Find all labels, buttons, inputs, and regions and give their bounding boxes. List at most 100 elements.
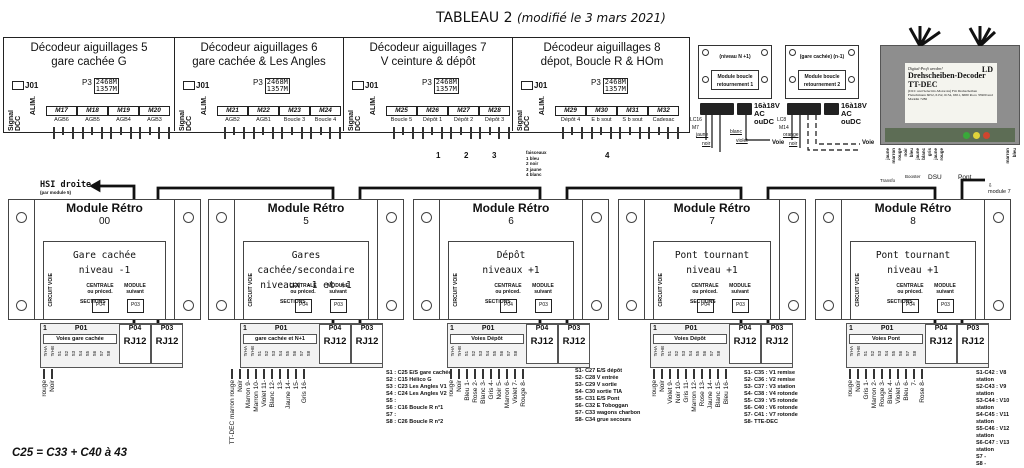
p04-port[interactable]: P04 — [697, 299, 714, 313]
mounting-ear — [619, 200, 645, 319]
wire-stub — [469, 127, 472, 139]
section-entry: S4-C45 : V11 station — [976, 412, 1010, 425]
wire-line-icon — [725, 369, 727, 379]
p04-port[interactable]: P04 — [500, 299, 517, 313]
pin-label: S5 — [695, 350, 700, 357]
wire: Blanc 15- — [714, 369, 722, 412]
p04-port[interactable]: P04 — [902, 299, 919, 313]
pin-label: S3 — [681, 350, 686, 357]
wire: Jaune 14- — [706, 369, 714, 412]
module-7-link: ⇩module 7 — [988, 183, 1011, 195]
loop-wire-label: violet — [736, 138, 748, 144]
section-entry: S7- C41 : V7 rotonde — [744, 412, 798, 418]
module-ref: M14 — [779, 125, 789, 131]
wire-color-label: Marron 12- — [690, 380, 698, 412]
wire-stub — [450, 127, 453, 139]
p01-voies-label: Voies Pont — [849, 334, 923, 344]
wire-stub — [300, 127, 303, 139]
wire-stub — [319, 127, 322, 135]
wire-line-icon — [677, 369, 679, 379]
rj12-label: RJ12 — [530, 336, 554, 347]
pin-label: S3 — [478, 350, 483, 357]
tt-dec-label: Digital-Profi werden! Drehscheiben-Decod… — [905, 63, 997, 123]
wire-stub — [440, 127, 443, 139]
wire-line-icon — [247, 369, 249, 379]
status-led-icon — [963, 132, 970, 139]
wire-line-icon — [669, 369, 671, 379]
wire-color-label: Blanc 12- — [268, 380, 276, 408]
j01-label: J01 — [365, 81, 379, 90]
mount-hole-icon — [626, 300, 637, 311]
pin-label: S1 — [257, 350, 262, 357]
wire: rouge — [650, 369, 658, 412]
j01-label: J01 — [196, 81, 210, 90]
p03-port[interactable]: P03 — [937, 299, 954, 313]
rj12-label: RJ12 — [929, 336, 953, 347]
pin-label: S3 — [71, 350, 76, 357]
wire-line-icon — [653, 369, 655, 379]
output-m25: M25 — [386, 106, 417, 116]
p03-port[interactable]: P03 — [330, 299, 347, 313]
p03-port[interactable]: P03 — [732, 299, 749, 313]
p01-label: P01 — [74, 325, 88, 332]
pin-label: S6 — [499, 350, 504, 357]
section-entry: S2- C36 : V2 remise — [744, 377, 796, 383]
p03-port[interactable]: P03 — [127, 299, 144, 313]
rj-port-label: P03 — [966, 325, 980, 332]
module-suivant-label: MODULE suivant — [532, 283, 554, 295]
wire: Violet 11- — [260, 369, 268, 444]
p04-port[interactable]: P04 — [92, 299, 109, 313]
wire-color-label: rouge — [40, 380, 48, 397]
wire-line-icon — [865, 369, 867, 379]
p04-port[interactable]: P04 — [295, 299, 312, 313]
loop-module-header: (gare cachée) (n-1) — [799, 54, 845, 60]
rj-port-label: P03 — [160, 325, 174, 332]
terminal-label: bleu — [1012, 148, 1017, 158]
pin-one-label: 1 — [243, 325, 247, 332]
wire-stub — [431, 127, 434, 135]
faisceau-item: 1 bleu — [526, 155, 540, 161]
p03-port[interactable]: P03 — [535, 299, 552, 313]
module-suivant-label: MODULE suivant — [934, 283, 956, 295]
wire-line-icon — [263, 369, 265, 379]
mounting-ear — [816, 200, 842, 319]
wire-line-icon — [913, 369, 915, 379]
p3-grid-row1: 2468M — [266, 78, 288, 86]
rj-port-label: P03 — [360, 325, 374, 332]
output-label: Boucle 5 — [390, 117, 413, 123]
mount-hole-icon — [183, 212, 194, 223]
pin-one-label: 1 — [849, 325, 853, 332]
signal-dcc-label: Signal DCC — [179, 109, 193, 131]
output-label: Boucle 4 — [314, 117, 337, 123]
wire: Bleu 6- — [902, 369, 910, 408]
wire-stub — [139, 127, 142, 139]
sections-label: SECTIONS — [280, 299, 306, 305]
rj12-label: RJ12 — [562, 336, 586, 347]
output-m22: M22 — [248, 106, 279, 116]
j01-connector: J01 — [12, 81, 38, 91]
module-tag: LC8 — [777, 117, 787, 123]
wire: Bleu 1- — [463, 369, 471, 408]
pin-label: S4 — [688, 350, 693, 357]
terminal-group-label: Transfo — [880, 178, 896, 183]
wire-stub — [590, 127, 593, 139]
